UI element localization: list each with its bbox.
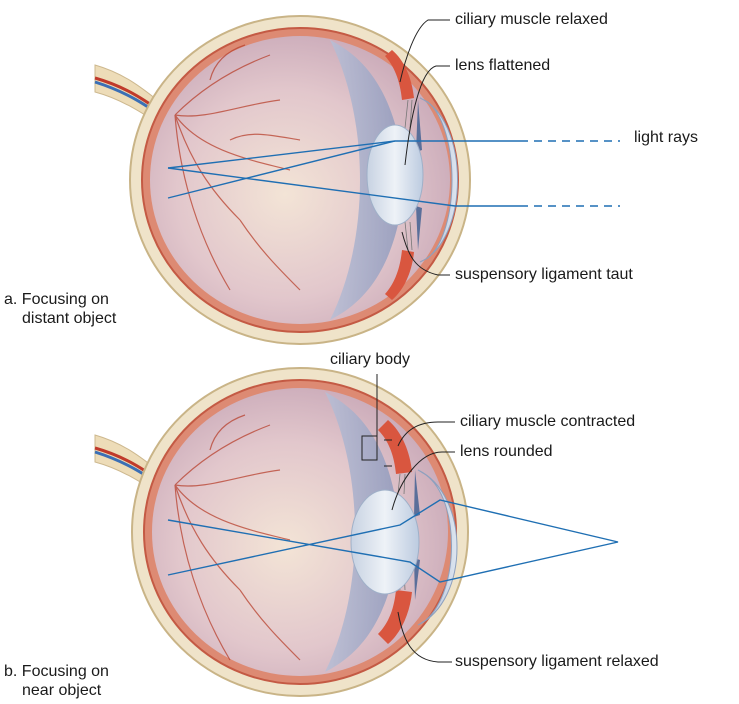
caption-b-line1: b. Focusing on [4, 662, 109, 681]
label-ciliary-body: ciliary body [330, 350, 410, 369]
caption-b: b. Focusing on near object [4, 662, 109, 700]
caption-b-line2: near object [4, 681, 109, 700]
caption-a-line2: distant object [4, 309, 116, 328]
label-ciliary-muscle-relaxed: ciliary muscle relaxed [455, 10, 608, 29]
label-lens-rounded: lens rounded [460, 442, 553, 461]
caption-a: a. Focusing on distant object [4, 290, 116, 328]
caption-a-line1: a. Focusing on [4, 290, 116, 309]
label-ciliary-muscle-contracted: ciliary muscle contracted [460, 412, 635, 431]
eye-a [95, 16, 470, 344]
label-suspensory-ligament-relaxed: suspensory ligament relaxed [455, 652, 659, 671]
label-light-rays: light rays [634, 128, 698, 147]
lens-a [367, 125, 423, 225]
label-lens-flattened: lens flattened [455, 56, 550, 75]
label-suspensory-ligament-taut: suspensory ligament taut [455, 265, 633, 284]
eye-b [95, 368, 468, 696]
lens-b [351, 490, 419, 594]
